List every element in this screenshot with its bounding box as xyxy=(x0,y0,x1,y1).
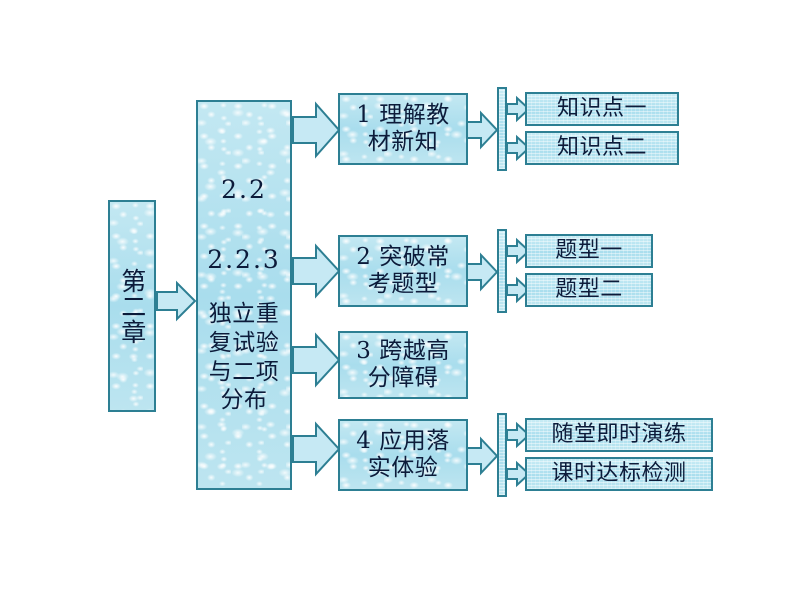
right-arrow-icon-bar-to-leaf-2b xyxy=(506,276,531,304)
section-number-top: 2.2 xyxy=(221,175,267,204)
right-arrow-icon-to-branch-3 xyxy=(292,332,341,388)
right-arrow-icon-branch2-to-bar xyxy=(466,252,499,292)
right-arrow-icon-branch1-to-bar xyxy=(466,110,499,150)
branch-box-3[interactable]: 3 跨越高 分障碍 xyxy=(338,331,468,399)
connector-bar-icon-group-4 xyxy=(497,413,507,497)
branch-box-1[interactable]: 1 理解教 材新知 xyxy=(338,93,468,165)
section-name: 独立重复试验 与二项分布 xyxy=(208,301,280,414)
leaf-box-2a[interactable]: 题型一 xyxy=(525,234,653,268)
right-arrow-icon-bar-to-leaf-4a xyxy=(506,421,531,449)
right-arrow-icon-bar-to-leaf-1a xyxy=(506,95,531,123)
leaf-box-1b[interactable]: 知识点二 xyxy=(525,131,679,165)
right-arrow-icon-bar-to-leaf-1b xyxy=(506,134,531,162)
branch-box-4[interactable]: 4 应用落 实体验 xyxy=(338,419,468,491)
right-arrow-icon-branch4-to-bar xyxy=(466,436,499,476)
connector-bar-icon-group-1 xyxy=(497,87,507,171)
branch-box-2[interactable]: 2 突破常 考题型 xyxy=(338,235,468,307)
section-number-sub: 2.2.3 xyxy=(207,244,281,274)
section-box[interactable]: 2.2 2.2.3 独立重复试验 与二项分布 xyxy=(196,100,292,490)
right-arrow-icon-bar-to-leaf-2a xyxy=(506,237,531,265)
right-arrow-icon-to-branch-1 xyxy=(292,101,341,159)
leaf-box-4a[interactable]: 随堂即时演练 xyxy=(525,418,713,452)
connector-bar-icon-group-2 xyxy=(497,229,507,313)
chapter-box[interactable]: 第二章 xyxy=(108,200,156,412)
leaf-box-4b[interactable]: 课时达标检测 xyxy=(525,457,713,491)
right-arrow-icon-to-branch-2 xyxy=(292,243,341,299)
right-arrow-icon-to-branch-4 xyxy=(292,421,341,477)
right-arrow-icon-chapter-to-section xyxy=(156,280,197,322)
right-arrow-icon-bar-to-leaf-4b xyxy=(506,460,531,488)
leaf-box-1a[interactable]: 知识点一 xyxy=(525,92,679,126)
leaf-box-2b[interactable]: 题型二 xyxy=(525,273,653,307)
